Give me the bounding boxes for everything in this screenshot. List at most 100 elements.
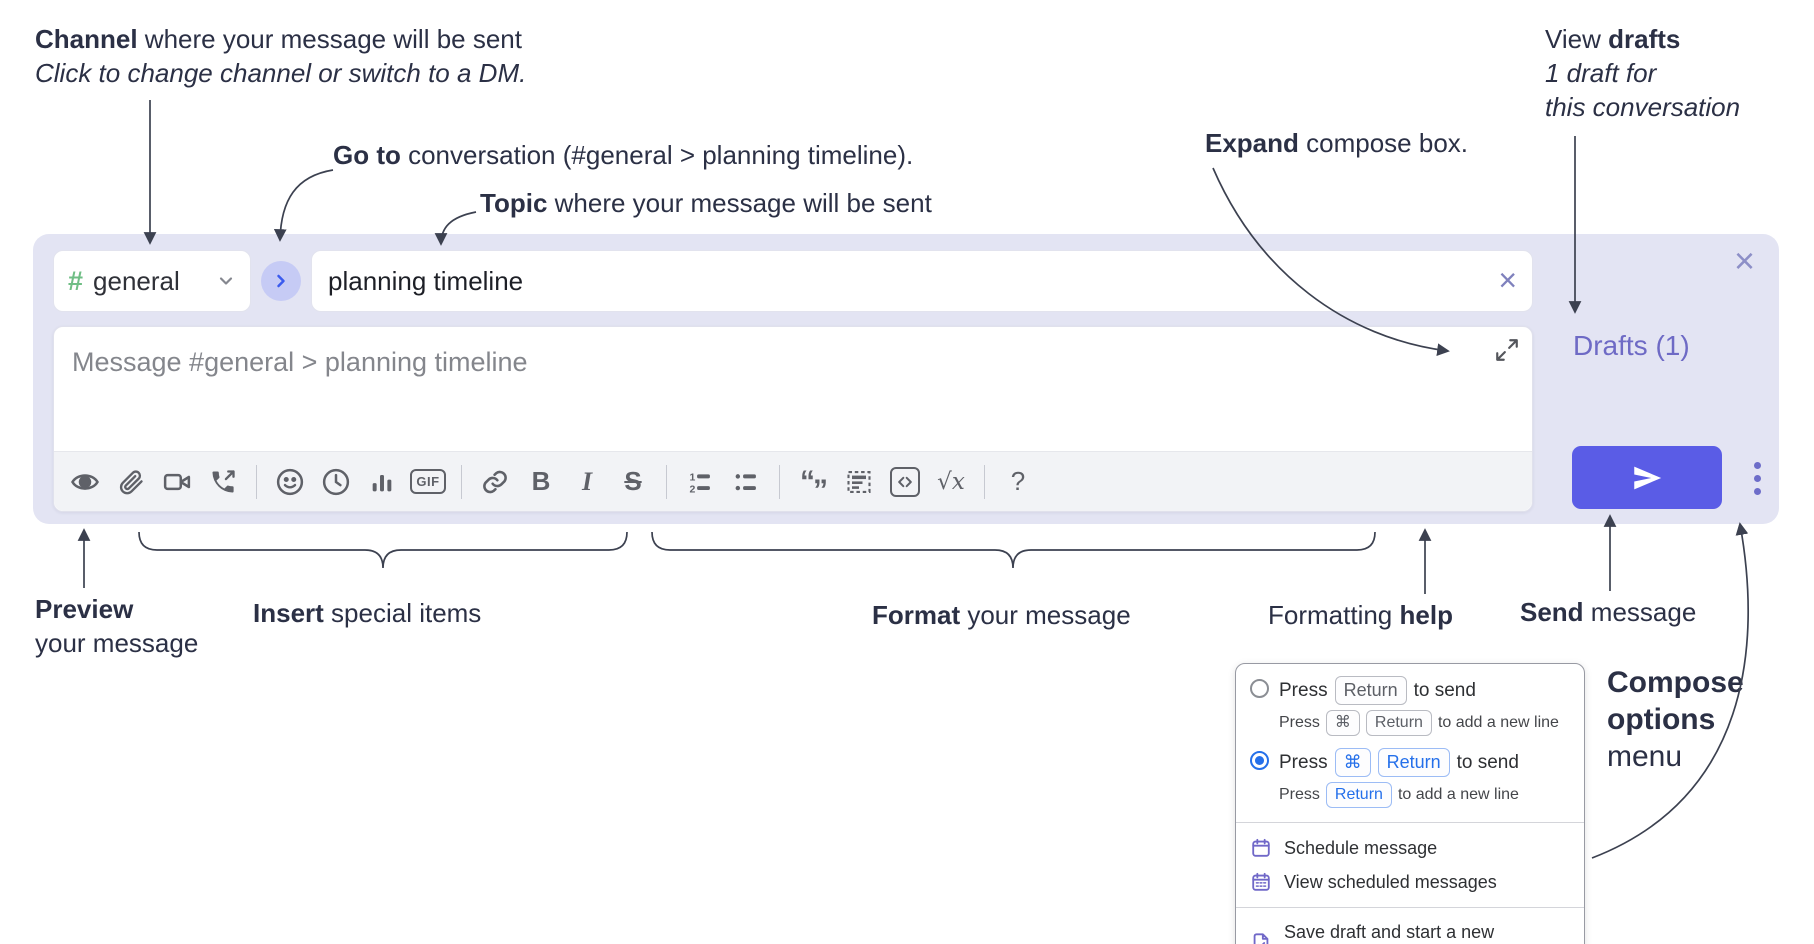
annotation-topic-rest: where your message will be sent [547, 188, 932, 218]
toolbar-separator [984, 464, 985, 499]
goto-conversation-button[interactable] [261, 261, 301, 301]
menu-item-label: View scheduled messages [1284, 871, 1497, 892]
ellipsis-dot [1753, 474, 1761, 482]
channel-name: general [93, 265, 180, 296]
annotation-send: Send message [1520, 595, 1696, 629]
strikethrough-icon: S [624, 466, 642, 496]
option-cmd-enter-to-send[interactable]: Press ⌘ Return to send Press Return to a… [1250, 748, 1570, 808]
annotation-goto: Go to conversation (#general > planning … [333, 138, 913, 172]
annotation-fmthelp-pre: Formatting [1268, 600, 1400, 630]
send-button[interactable] [1572, 446, 1722, 509]
brace-insert [138, 531, 628, 569]
drafts-link[interactable]: Drafts (1) [1573, 330, 1690, 361]
ellipsis-dot [1753, 461, 1761, 469]
svg-text:2: 2 [690, 483, 696, 495]
time-button[interactable] [313, 459, 359, 505]
menu-item-view-scheduled[interactable]: View scheduled messages [1236, 865, 1584, 899]
italic-button[interactable]: I [564, 459, 610, 505]
expand-compose-button[interactable] [1494, 337, 1520, 363]
audio-call-button[interactable] [200, 459, 246, 505]
kbd-return: Return [1334, 676, 1407, 705]
annotation-channel: Channel where your message will be sent … [35, 22, 526, 90]
spoiler-icon [847, 470, 871, 493]
opt1-press: Press [1279, 679, 1328, 701]
bulleted-list-button[interactable] [723, 459, 769, 505]
menu-divider [1236, 822, 1584, 823]
math-button[interactable]: √x [928, 459, 974, 505]
emoji-button[interactable] [267, 459, 313, 505]
annotation-expand-rest: compose box. [1298, 128, 1469, 158]
spoiler-button[interactable] [836, 459, 882, 505]
attach-file-button[interactable] [108, 459, 154, 505]
annotation-insert: Insert special items [253, 596, 481, 630]
bold-icon: B [531, 466, 551, 496]
gif-icon: GIF [410, 469, 446, 494]
radio-selected-icon[interactable] [1250, 751, 1269, 770]
gif-button[interactable]: GIF [405, 459, 451, 505]
annotation-format-rest: your message [960, 600, 1131, 630]
annotation-drafts-line2: 1 draft for [1545, 58, 1657, 88]
annotation-drafts-bold: drafts [1608, 24, 1681, 54]
formatting-help-button[interactable]: ? [995, 459, 1041, 505]
topic-input[interactable] [311, 250, 1533, 312]
chevron-down-icon [219, 277, 233, 285]
annotation-channel-bold: Channel [35, 24, 138, 54]
bold-button[interactable]: B [518, 459, 564, 505]
quote-button[interactable]: “” [790, 459, 836, 505]
strikethrough-button[interactable]: S [610, 459, 656, 505]
annotation-format: Format your message [872, 598, 1131, 632]
annotation-compose-opts-1: Compose [1607, 666, 1744, 699]
clock-icon [322, 468, 350, 495]
menu-item-label: Save draft and start a new message [1284, 922, 1495, 944]
annotation-format-bold: Format [872, 600, 961, 630]
video-call-button[interactable] [154, 459, 200, 505]
draft-check-icon [1253, 933, 1269, 944]
topic-clear-icon[interactable]: × [1498, 262, 1517, 298]
expand-icon [1496, 339, 1518, 361]
menu-item-schedule-message[interactable]: Schedule message [1236, 831, 1584, 865]
option-enter-to-send[interactable]: Press Return to send Press ⌘ Return to a… [1250, 676, 1570, 736]
link-icon [483, 470, 507, 493]
compose-box: # general × × Message #general > plannin… [33, 234, 1779, 524]
bar-chart-icon [372, 474, 392, 491]
bulleted-list-icon [735, 473, 756, 490]
annotation-fmthelp-bold: help [1399, 600, 1453, 630]
close-compose-icon[interactable]: × [1733, 240, 1755, 281]
radio-unselected-icon[interactable] [1250, 679, 1269, 698]
code-button[interactable] [882, 459, 928, 505]
calendar-grid-icon [1252, 872, 1270, 891]
smiley-icon [276, 468, 304, 495]
eye-icon [71, 473, 99, 490]
question-mark-icon: ? [1010, 466, 1026, 496]
schedule-section: Schedule message View scheduled messages [1236, 823, 1584, 907]
channel-selector[interactable]: # general [53, 250, 251, 312]
annotation-goto-bold: Go to [333, 140, 401, 170]
annotation-topic-bold: Topic [480, 188, 548, 218]
kbd-return-blue: Return [1377, 748, 1450, 777]
draft-section: Save draft and start a new message [1236, 908, 1584, 944]
message-input[interactable]: Message #general > planning timeline [54, 327, 1532, 451]
toolbar-separator [666, 464, 667, 499]
kbd-return: Return [1365, 710, 1432, 736]
brace-format [651, 531, 1376, 569]
phone-call-icon [212, 469, 235, 493]
annotation-insert-rest: special items [323, 598, 482, 628]
video-camera-icon [163, 473, 191, 490]
opt1-sub-after: to add a new line [1437, 714, 1559, 731]
preview-button[interactable] [62, 459, 108, 505]
poll-button[interactable] [359, 459, 405, 505]
annotation-drafts-line3: this conversation [1545, 92, 1741, 122]
toolbar-separator [256, 464, 257, 499]
message-placeholder: Message #general > planning timeline [72, 347, 528, 377]
chevron-right-icon [277, 274, 285, 288]
annotation-insert-bold: Insert [253, 598, 324, 628]
annotation-formatting-help: Formatting help [1268, 598, 1453, 632]
annotation-drafts-pre: View [1545, 24, 1609, 54]
math-icon: √x [937, 468, 965, 495]
link-button[interactable] [472, 459, 518, 505]
kbd-return-blue: Return [1325, 782, 1392, 808]
menu-item-save-draft[interactable]: Save draft and start a new message [1236, 916, 1584, 944]
menu-item-label: Schedule message [1284, 837, 1438, 858]
compose-options-button[interactable] [1739, 450, 1775, 506]
